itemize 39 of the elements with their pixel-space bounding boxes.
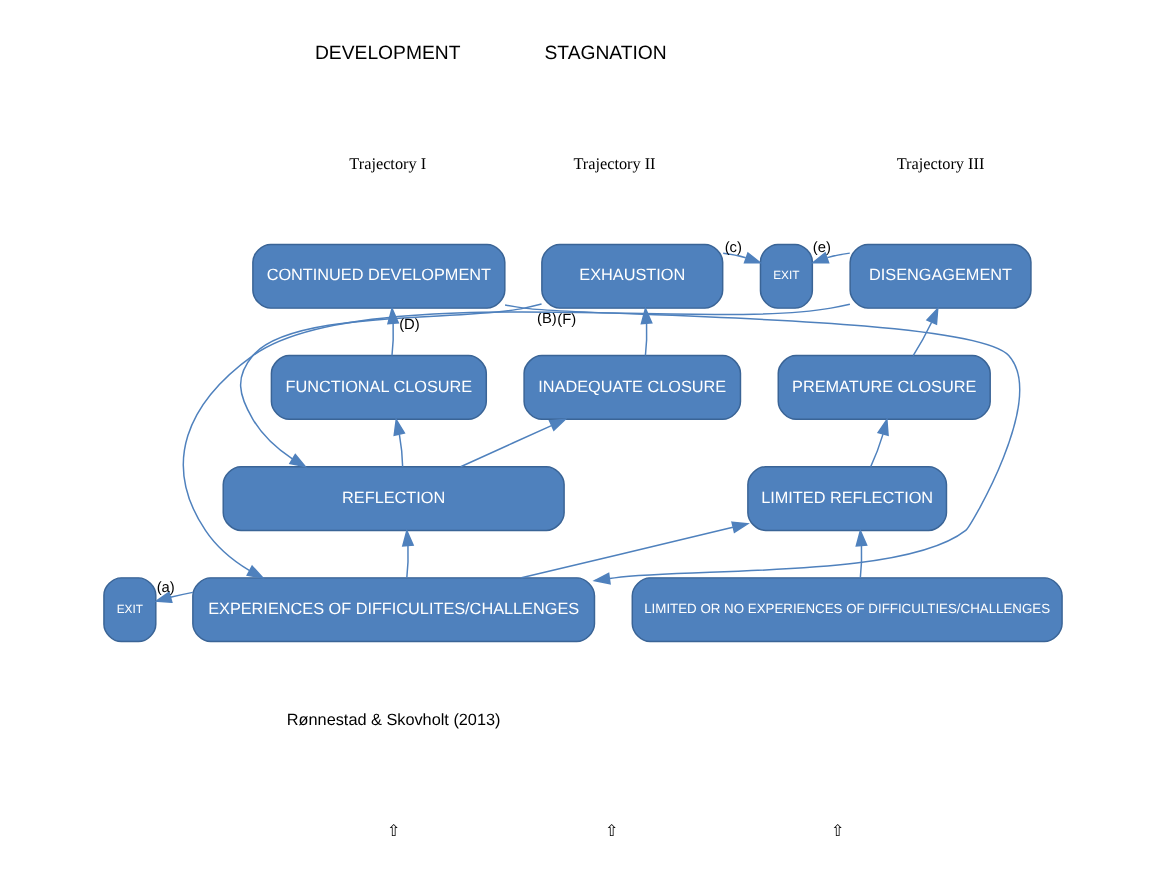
arrow: [153, 591, 194, 604]
arrow: [401, 528, 415, 579]
label: DEVELOPMENT: [314, 43, 461, 65]
arrow: [870, 417, 889, 468]
label: ⇧: [386, 822, 401, 841]
arrow: [520, 521, 750, 579]
arrow: [504, 304, 1020, 585]
node-box: PREMATURE CLOSURE: [777, 354, 991, 421]
label: ⇧: [831, 822, 846, 841]
node-box: CONTINUED DEVELOPMENT: [252, 243, 506, 309]
edge-label: (c): [724, 238, 742, 257]
edge-label: (B): [537, 308, 557, 327]
label: Rønnestad & Skovholt (2013): [286, 711, 501, 730]
label: STAGNATION: [544, 43, 667, 65]
arrow: [459, 418, 568, 468]
edge-label: (D): [399, 314, 420, 333]
arrow: [386, 306, 400, 357]
arrow: [640, 306, 653, 357]
arrow: [239, 303, 543, 468]
node-box: LIMITED REFLECTION: [747, 465, 948, 532]
node-box: INADEQUATE CLOSURE: [523, 354, 742, 421]
edge-label: (e): [812, 238, 831, 257]
node-box: EXHAUSTION: [541, 243, 724, 309]
node-box: EXPERIENCES OF DIFFICULITES/CHALLENGES: [192, 577, 596, 643]
arrow: [855, 528, 868, 579]
node-box: FUNCTIONAL CLOSURE: [270, 354, 488, 421]
arrow: [393, 417, 406, 468]
edge-label: (a): [156, 577, 175, 596]
node-box: DISENGAGEMENT: [849, 243, 1032, 309]
arrow: [810, 251, 851, 264]
label: ⇧: [604, 822, 619, 841]
label: Trajectory I: [349, 155, 427, 174]
label: Trajectory II: [573, 155, 656, 174]
arrow: [722, 251, 763, 264]
arrow: [912, 306, 939, 357]
label: Trajectory III: [896, 155, 985, 174]
arrow: [182, 303, 851, 579]
edge-label: (F): [557, 310, 577, 329]
node-box: REFLECTION: [222, 465, 565, 532]
